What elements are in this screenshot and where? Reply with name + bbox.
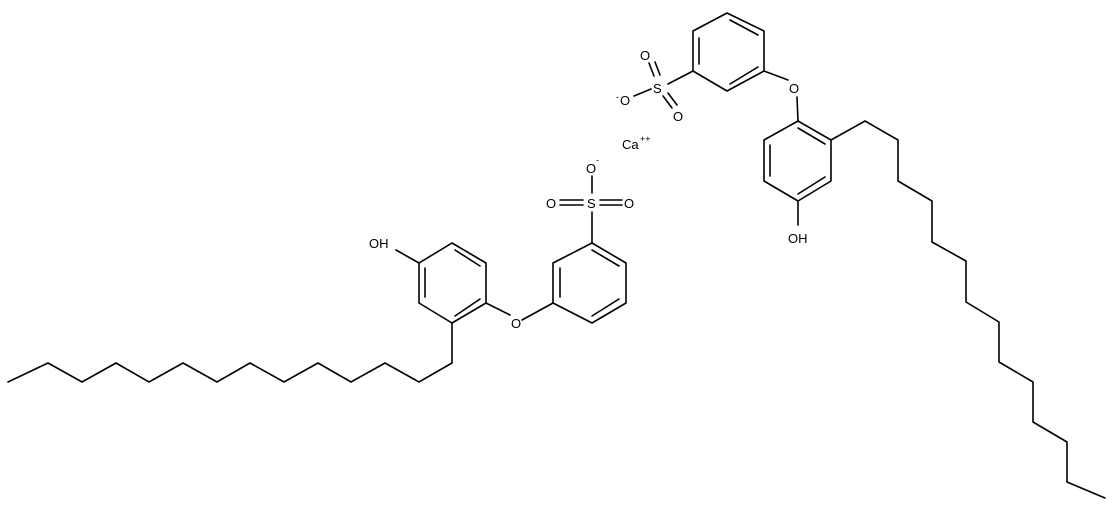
ring-inner-bond [797, 176, 826, 195]
tetradecyl-chain [830, 120, 1106, 499]
ether-oxygen-atom: O [789, 81, 799, 96]
bond-ring-ether [485, 302, 511, 316]
oxygen-atom: O [620, 93, 630, 108]
tetradecyl-chain [7, 322, 453, 383]
sulfur-atom: S [653, 81, 662, 96]
calcium-atom: Ca [622, 137, 639, 152]
oxygen-atom: O [640, 48, 650, 63]
ring-top-phenol [763, 120, 832, 202]
oxygen-atom: O [673, 109, 683, 124]
ether-oxygen-atom: O [511, 316, 521, 331]
ring-inner-bond [729, 66, 759, 85]
bond-s-o-double [648, 62, 655, 77]
calcium-charge: ++ [640, 134, 651, 144]
molecule-bottom-left: OH O S O O O - [7, 155, 634, 383]
ring-bottom-phenol [418, 242, 487, 324]
negative-charge: - [596, 155, 599, 165]
bond-s-o-double [654, 61, 661, 76]
ring-inner-bond [454, 298, 481, 317]
hydroxyl-group: OH [788, 231, 808, 246]
bond-ether-ring [521, 302, 554, 321]
ring-inner-bond [591, 298, 620, 317]
bond-ring-sulfur [667, 70, 694, 85]
ring-bottom-sulfonate [552, 242, 627, 324]
sulfur-atom: S [587, 196, 596, 211]
bond-ether-ring [796, 96, 799, 122]
bond-s-o-single [633, 88, 652, 97]
oxygen-atom: O [624, 196, 634, 211]
ring-inner-bond [454, 249, 481, 267]
bond-ring-ether [763, 70, 789, 81]
oxygen-atom: O [586, 161, 596, 176]
negative-charge: - [616, 92, 619, 102]
ring-top-sulfonate [692, 12, 765, 92]
bond-ring-hydroxyl [395, 249, 420, 264]
ring-inner-bond [729, 19, 759, 36]
ring-inner-bond [797, 127, 826, 145]
bond-s-o-double [662, 95, 673, 109]
ring-inner-bond [591, 249, 620, 267]
calcium-ion: Ca ++ [622, 134, 651, 152]
hydroxyl-group: OH [369, 236, 389, 251]
oxygen-atom: O [546, 196, 556, 211]
molecule-top-right: S O O O - O OH [616, 12, 1106, 499]
bond-s-o-double [667, 92, 678, 106]
